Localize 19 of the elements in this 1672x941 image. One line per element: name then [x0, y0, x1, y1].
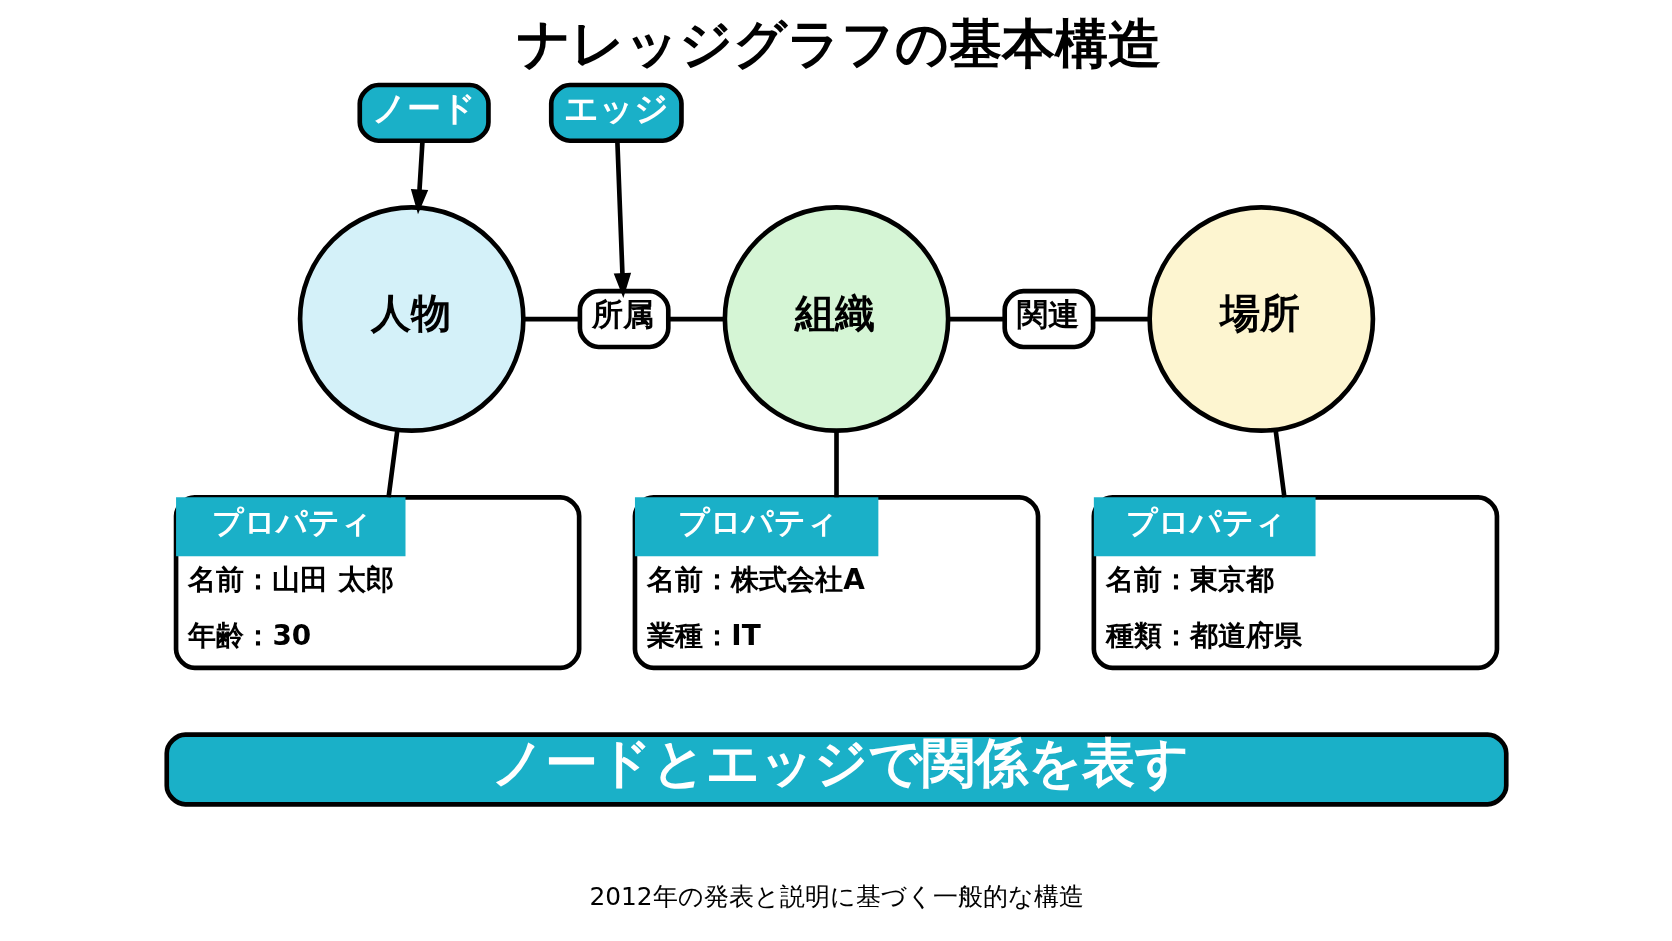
connector [1092, 316, 1149, 321]
node-box: ノード [356, 82, 491, 143]
connector [948, 316, 1005, 321]
connector [523, 316, 580, 321]
node-box: 所属 [577, 288, 671, 349]
diagram-title: ナレッジグラフの基本構造 [516, 12, 1161, 74]
node-circle: 組織 [722, 204, 950, 433]
node-box: 関連 [1001, 288, 1095, 349]
connector [385, 429, 400, 498]
node-box: ノードとエッジで関係を表す [163, 731, 1509, 807]
node-circle: 人物 [297, 204, 526, 433]
arrow [613, 140, 631, 298]
arrow [410, 140, 428, 214]
caption: 2012年の発表と説明に基づく一般的な構造 [588, 881, 1084, 911]
node-circle: 場所 [1146, 204, 1375, 433]
node-box: エッジ [548, 82, 684, 143]
connector [668, 316, 724, 321]
connector [1272, 429, 1287, 498]
connector [833, 430, 839, 497]
